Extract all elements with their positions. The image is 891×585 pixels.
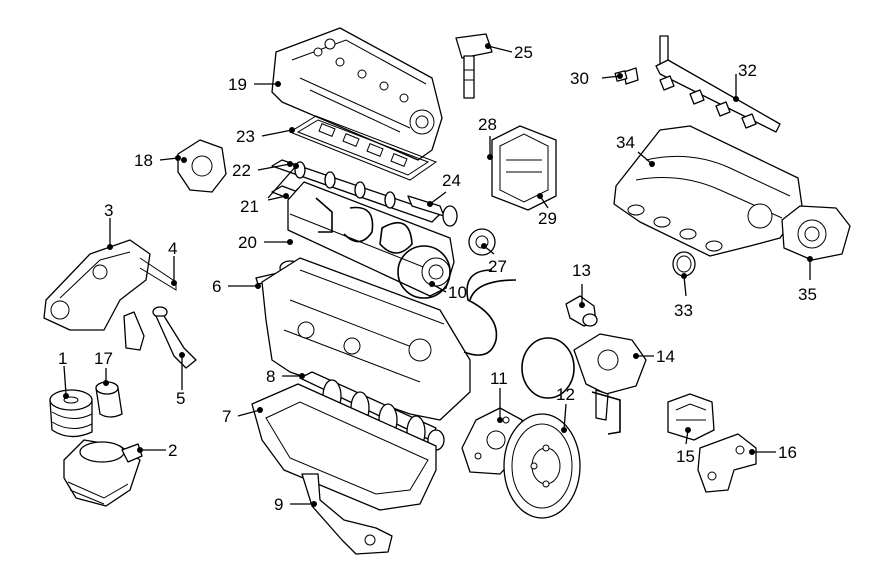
bracket-part [139, 257, 177, 291]
callout-1: 1 [58, 349, 67, 368]
tensioner-part [123, 306, 197, 369]
thermostat-part [177, 139, 227, 193]
callout-32: 32 [738, 61, 757, 80]
fuel-rail-part [655, 35, 781, 133]
filter-housing-part [63, 439, 143, 507]
callout-6: 6 [212, 277, 221, 296]
water-outlet-part [573, 333, 647, 421]
callout-25: 25 [514, 43, 533, 62]
callout-18: 18 [134, 151, 153, 170]
callout-33: 33 [674, 301, 693, 320]
callout-10: 10 [448, 283, 467, 302]
callout-3: 3 [104, 201, 113, 220]
callout-17: 17 [94, 349, 113, 368]
callout-14: 14 [656, 347, 675, 366]
callout-9: 9 [274, 495, 283, 514]
callout-16: 16 [778, 443, 797, 462]
camshaft-end-part [407, 195, 458, 227]
callout-20: 20 [238, 233, 257, 252]
throttle-body-part [781, 205, 851, 261]
callout-22: 22 [232, 161, 251, 180]
callout-23: 23 [236, 127, 255, 146]
leader-dots [63, 43, 813, 507]
callout-13: 13 [572, 261, 591, 280]
callout-8: 8 [266, 367, 275, 386]
engine-mount-part [667, 393, 715, 441]
leader-lines [63, 45, 811, 505]
callout-35: 35 [798, 285, 817, 304]
callout-2: 2 [168, 441, 177, 460]
cover-gasket-part [288, 115, 438, 181]
ecu-part [491, 125, 557, 211]
valve-cover-part [271, 27, 443, 161]
filter-cartridge-part [95, 381, 123, 418]
oil-pickup-part [301, 473, 393, 555]
callout-4: 4 [168, 239, 177, 258]
callout-12: 12 [556, 385, 575, 404]
oil-pan-part [251, 383, 437, 511]
o-ring-part [672, 251, 696, 277]
callout-27: 27 [488, 257, 507, 276]
callout-labels: 1 2 3 4 5 6 7 8 9 10 11 12 13 14 15 16 1… [58, 43, 817, 514]
watermark [315, 197, 621, 435]
callout-5: 5 [176, 389, 185, 408]
sensor-part [565, 295, 598, 327]
callout-28: 28 [478, 115, 497, 134]
callout-11: 11 [490, 369, 508, 388]
callout-7: 7 [222, 407, 231, 426]
flywheel-part [503, 413, 581, 519]
oil-filter-part [49, 389, 93, 438]
callout-29: 29 [538, 209, 557, 228]
mount-bracket-part [697, 433, 757, 493]
ignition-coil-part [455, 33, 493, 99]
callout-15: 15 [676, 447, 695, 466]
intake-manifold-part [613, 125, 803, 257]
callout-19: 19 [228, 75, 247, 94]
callout-34: 34 [616, 133, 635, 152]
callout-24: 24 [442, 171, 461, 190]
callout-21: 21 [240, 197, 259, 216]
callout-30: 30 [570, 69, 589, 88]
